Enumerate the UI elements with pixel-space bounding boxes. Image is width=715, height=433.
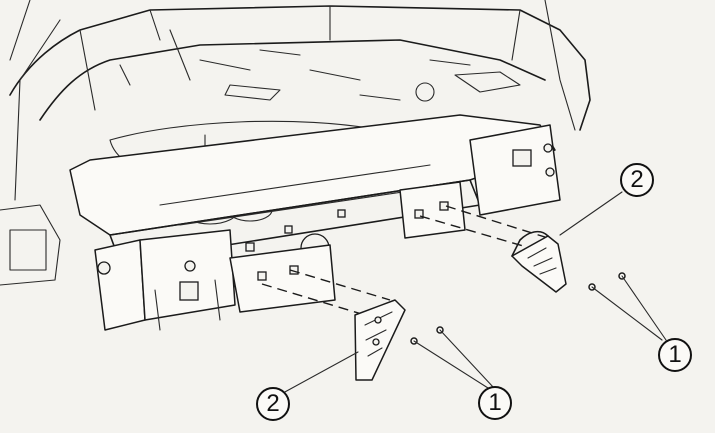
leader-lines-2 (282, 191, 623, 394)
callout-fastener-right: 1 (658, 338, 692, 372)
center-rail (229, 244, 336, 313)
body-shell (0, 0, 591, 286)
callout-fastener-left: 1 (478, 386, 512, 420)
bracket-right (511, 230, 567, 293)
bracket-left (354, 299, 406, 381)
right-frame-rail (399, 124, 561, 239)
callout-bracket-left: 2 (256, 387, 290, 421)
callout-bracket-right: 2 (620, 163, 654, 197)
left-frame-rail (94, 229, 236, 331)
fasteners-right (588, 272, 667, 341)
fasteners-left (410, 326, 495, 389)
